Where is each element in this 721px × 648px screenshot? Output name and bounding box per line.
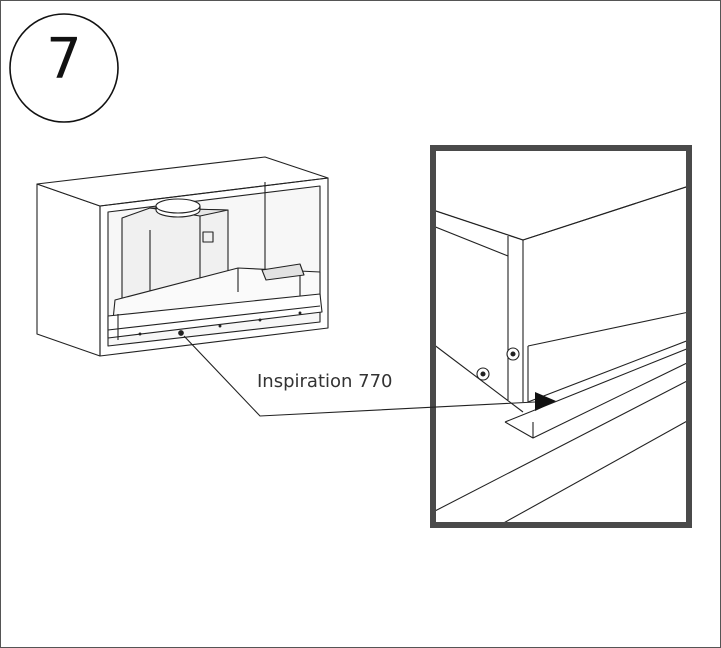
front-rail — [107, 293, 323, 340]
step-circle — [9, 13, 119, 123]
cabinet-illustration — [36, 156, 329, 357]
callout-arrow — [183, 335, 556, 417]
cabinet-right-side — [99, 177, 329, 357]
callout-label: Inspiration 770 — [257, 371, 393, 392]
cabinet-front-frame — [36, 183, 101, 357]
detail-inset-frame — [430, 145, 692, 528]
detail-inset — [430, 145, 692, 528]
step-number: 7 — [46, 27, 82, 92]
